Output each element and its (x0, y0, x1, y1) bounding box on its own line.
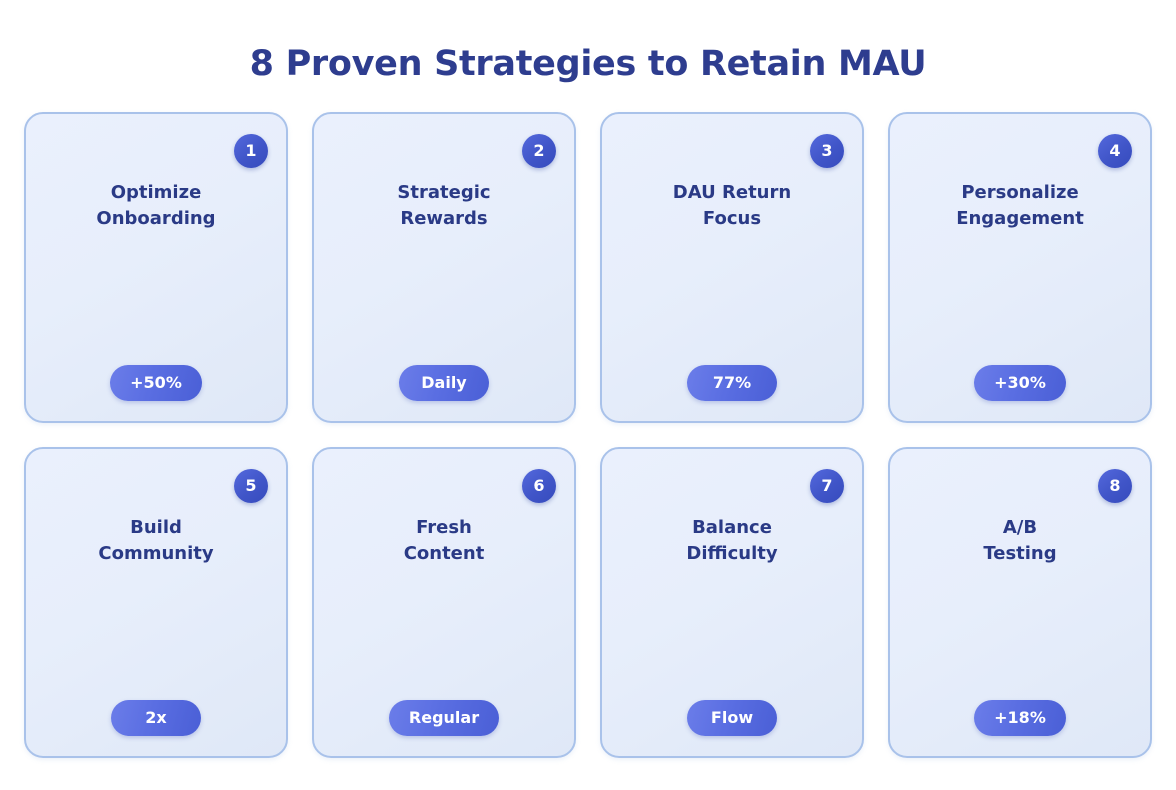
page-title: 8 Proven Strategies to Retain MAU (249, 44, 927, 85)
card-badge-row: +50% (26, 365, 286, 401)
card-badge-row: Regular (314, 700, 574, 736)
card-badge-row: Daily (314, 365, 574, 401)
card-title: DAU Return Focus (672, 182, 792, 229)
card-title: Personalize Engagement (956, 182, 1084, 229)
card-number-badge: 1 (234, 134, 268, 168)
card-title: Fresh Content (403, 517, 485, 564)
card-badge-row: +18% (890, 700, 1150, 736)
strategy-card[interactable]: 3 DAU Return Focus 77% (600, 112, 864, 423)
strategy-card[interactable]: 4 Personalize Engagement +30% (888, 112, 1152, 423)
card-number-badge: 5 (234, 469, 268, 503)
strategy-card[interactable]: 6 Fresh Content Regular (312, 447, 576, 758)
card-metric-badge: +30% (974, 365, 1066, 401)
strategy-card[interactable]: 1 Optimize Onboarding +50% (24, 112, 288, 423)
card-badge-row: 2x (26, 700, 286, 736)
card-number-badge: 8 (1098, 469, 1132, 503)
strategy-card[interactable]: 2 Strategic Rewards Daily (312, 112, 576, 423)
card-metric-badge: 77% (687, 365, 777, 401)
strategy-card-grid: 1 Optimize Onboarding +50% 2 Strategic R… (24, 112, 1152, 758)
card-metric-badge: +50% (110, 365, 202, 401)
card-metric-badge: 2x (111, 700, 201, 736)
card-badge-row: Flow (602, 700, 862, 736)
card-title: A/B Testing (983, 517, 1057, 564)
strategy-card[interactable]: 5 Build Community 2x (24, 447, 288, 758)
card-title: Build Community (98, 517, 214, 564)
card-number-badge: 6 (522, 469, 556, 503)
card-number-badge: 7 (810, 469, 844, 503)
card-number-badge: 2 (522, 134, 556, 168)
card-title: Strategic Rewards (397, 182, 491, 229)
card-number-badge: 4 (1098, 134, 1132, 168)
card-metric-badge: Daily (399, 365, 489, 401)
card-title: Optimize Onboarding (96, 182, 216, 229)
strategy-card[interactable]: 7 Balance Difficulty Flow (600, 447, 864, 758)
card-metric-badge: Flow (687, 700, 777, 736)
card-number-badge: 3 (810, 134, 844, 168)
card-badge-row: 77% (602, 365, 862, 401)
strategy-card[interactable]: 8 A/B Testing +18% (888, 447, 1152, 758)
card-metric-badge: Regular (388, 700, 500, 736)
card-badge-row: +30% (890, 365, 1150, 401)
card-title: Balance Difficulty (686, 517, 778, 564)
card-metric-badge: +18% (974, 700, 1066, 736)
